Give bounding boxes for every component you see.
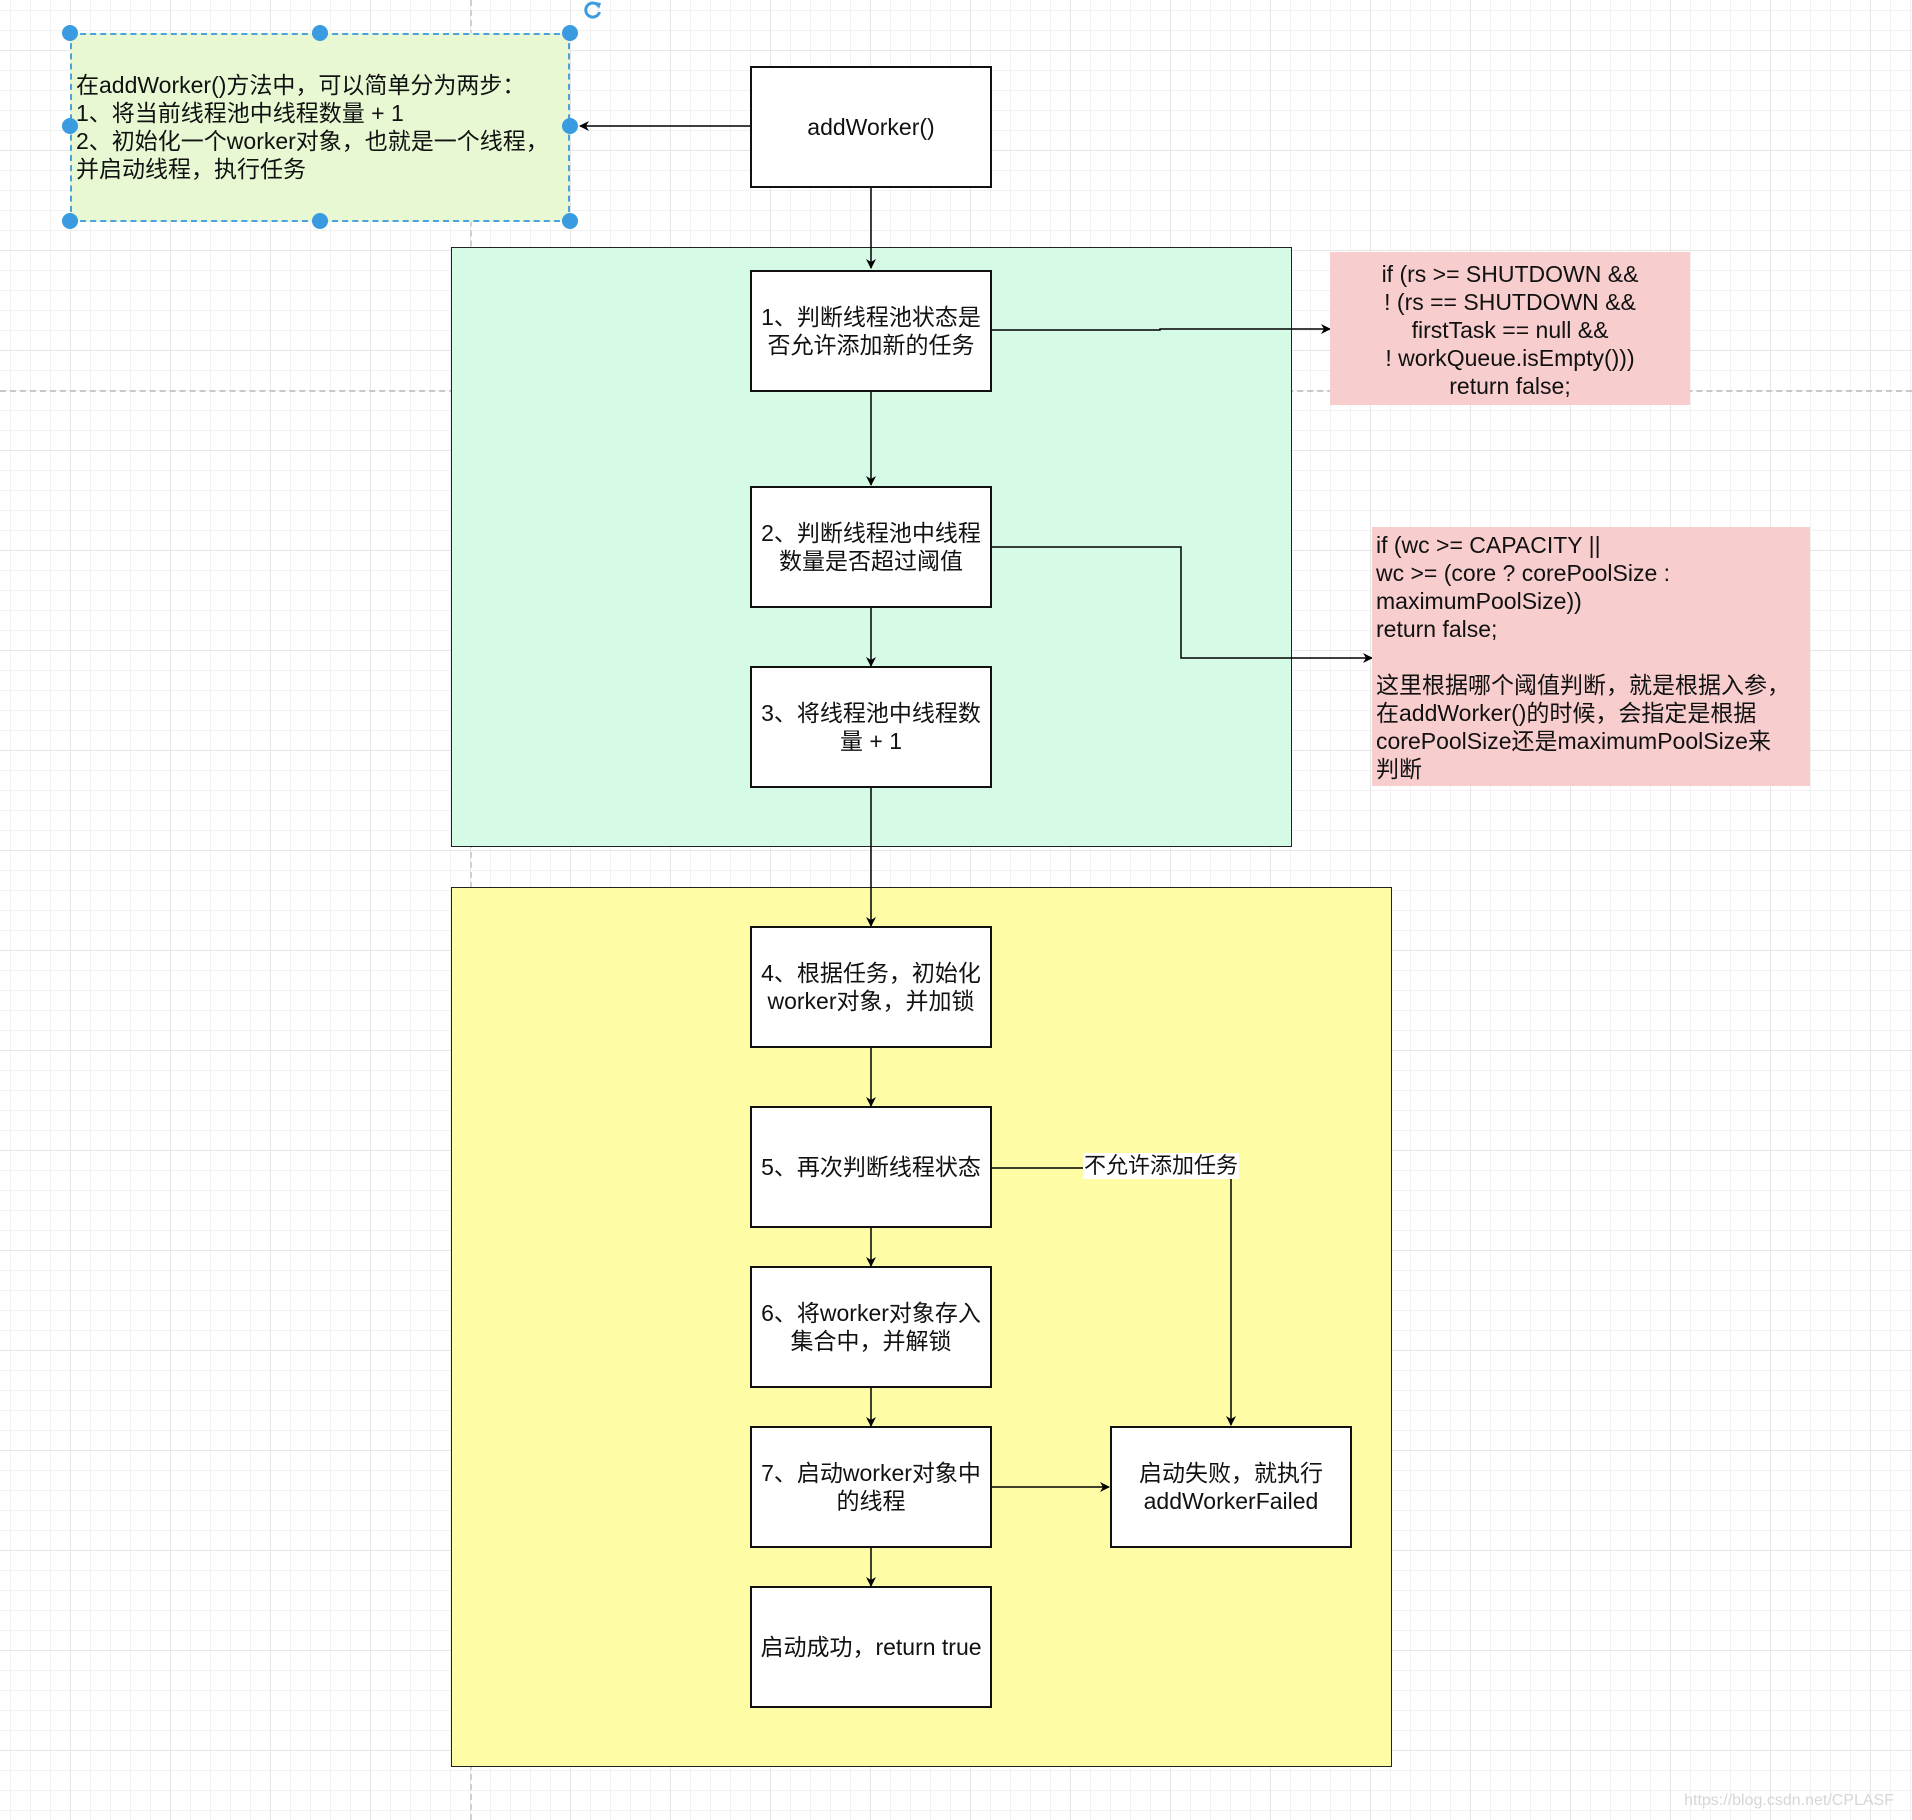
selection-handle-top-right[interactable] — [562, 25, 578, 41]
edge-label-not-allowed: 不允许添加任务 — [1083, 1153, 1240, 1179]
edge-step1-to-shutdown-note — [992, 324, 1331, 334]
node-step2-check-threshold[interactable]: 2、判断线程池中线程数量是否超过阈值 — [750, 486, 992, 608]
selection-handle-top-left[interactable] — [62, 25, 78, 41]
node-addworker[interactable]: addWorker() — [750, 66, 992, 188]
node-step4-init-worker[interactable]: 4、根据任务，初始化worker对象，并加锁 — [750, 926, 992, 1048]
node-start-success[interactable]: 启动成功，return true — [750, 1586, 992, 1708]
edge-step5-to-failed — [992, 1167, 1236, 1426]
selection-handle-bottom-left[interactable] — [62, 213, 78, 229]
note-shutdown-check[interactable]: if (rs >= SHUTDOWN && ! (rs == SHUTDOWN … — [1330, 252, 1690, 405]
selection-handle-mid-right[interactable] — [562, 118, 578, 134]
node-step6-store-worker[interactable]: 6、将worker对象存入集合中，并解锁 — [750, 1266, 992, 1388]
watermark-text: https://blog.csdn.net/CPLASF — [1684, 1792, 1894, 1809]
selection-handle-top-mid[interactable] — [312, 25, 328, 41]
node-start-failed[interactable]: 启动失败，就执行addWorkerFailed — [1110, 1426, 1352, 1548]
node-step7-start-thread[interactable]: 7、启动worker对象中的线程 — [750, 1426, 992, 1548]
rotate-handle-icon[interactable] — [583, 0, 603, 20]
note-capacity-check[interactable]: if (wc >= CAPACITY || wc >= (core ? core… — [1372, 527, 1810, 786]
selection-handle-mid-left[interactable] — [62, 118, 78, 134]
edge-step2-to-capacity-note — [992, 546, 1373, 663]
node-step5-recheck-state[interactable]: 5、再次判断线程状态 — [750, 1106, 992, 1228]
node-step3-increment-count[interactable]: 3、将线程池中线程数量 + 1 — [750, 666, 992, 788]
selection-handle-bottom-right[interactable] — [562, 213, 578, 229]
node-step1-check-state[interactable]: 1、判断线程池状态是否允许添加新的任务 — [750, 270, 992, 392]
selection-handle-bottom-mid[interactable] — [312, 213, 328, 229]
